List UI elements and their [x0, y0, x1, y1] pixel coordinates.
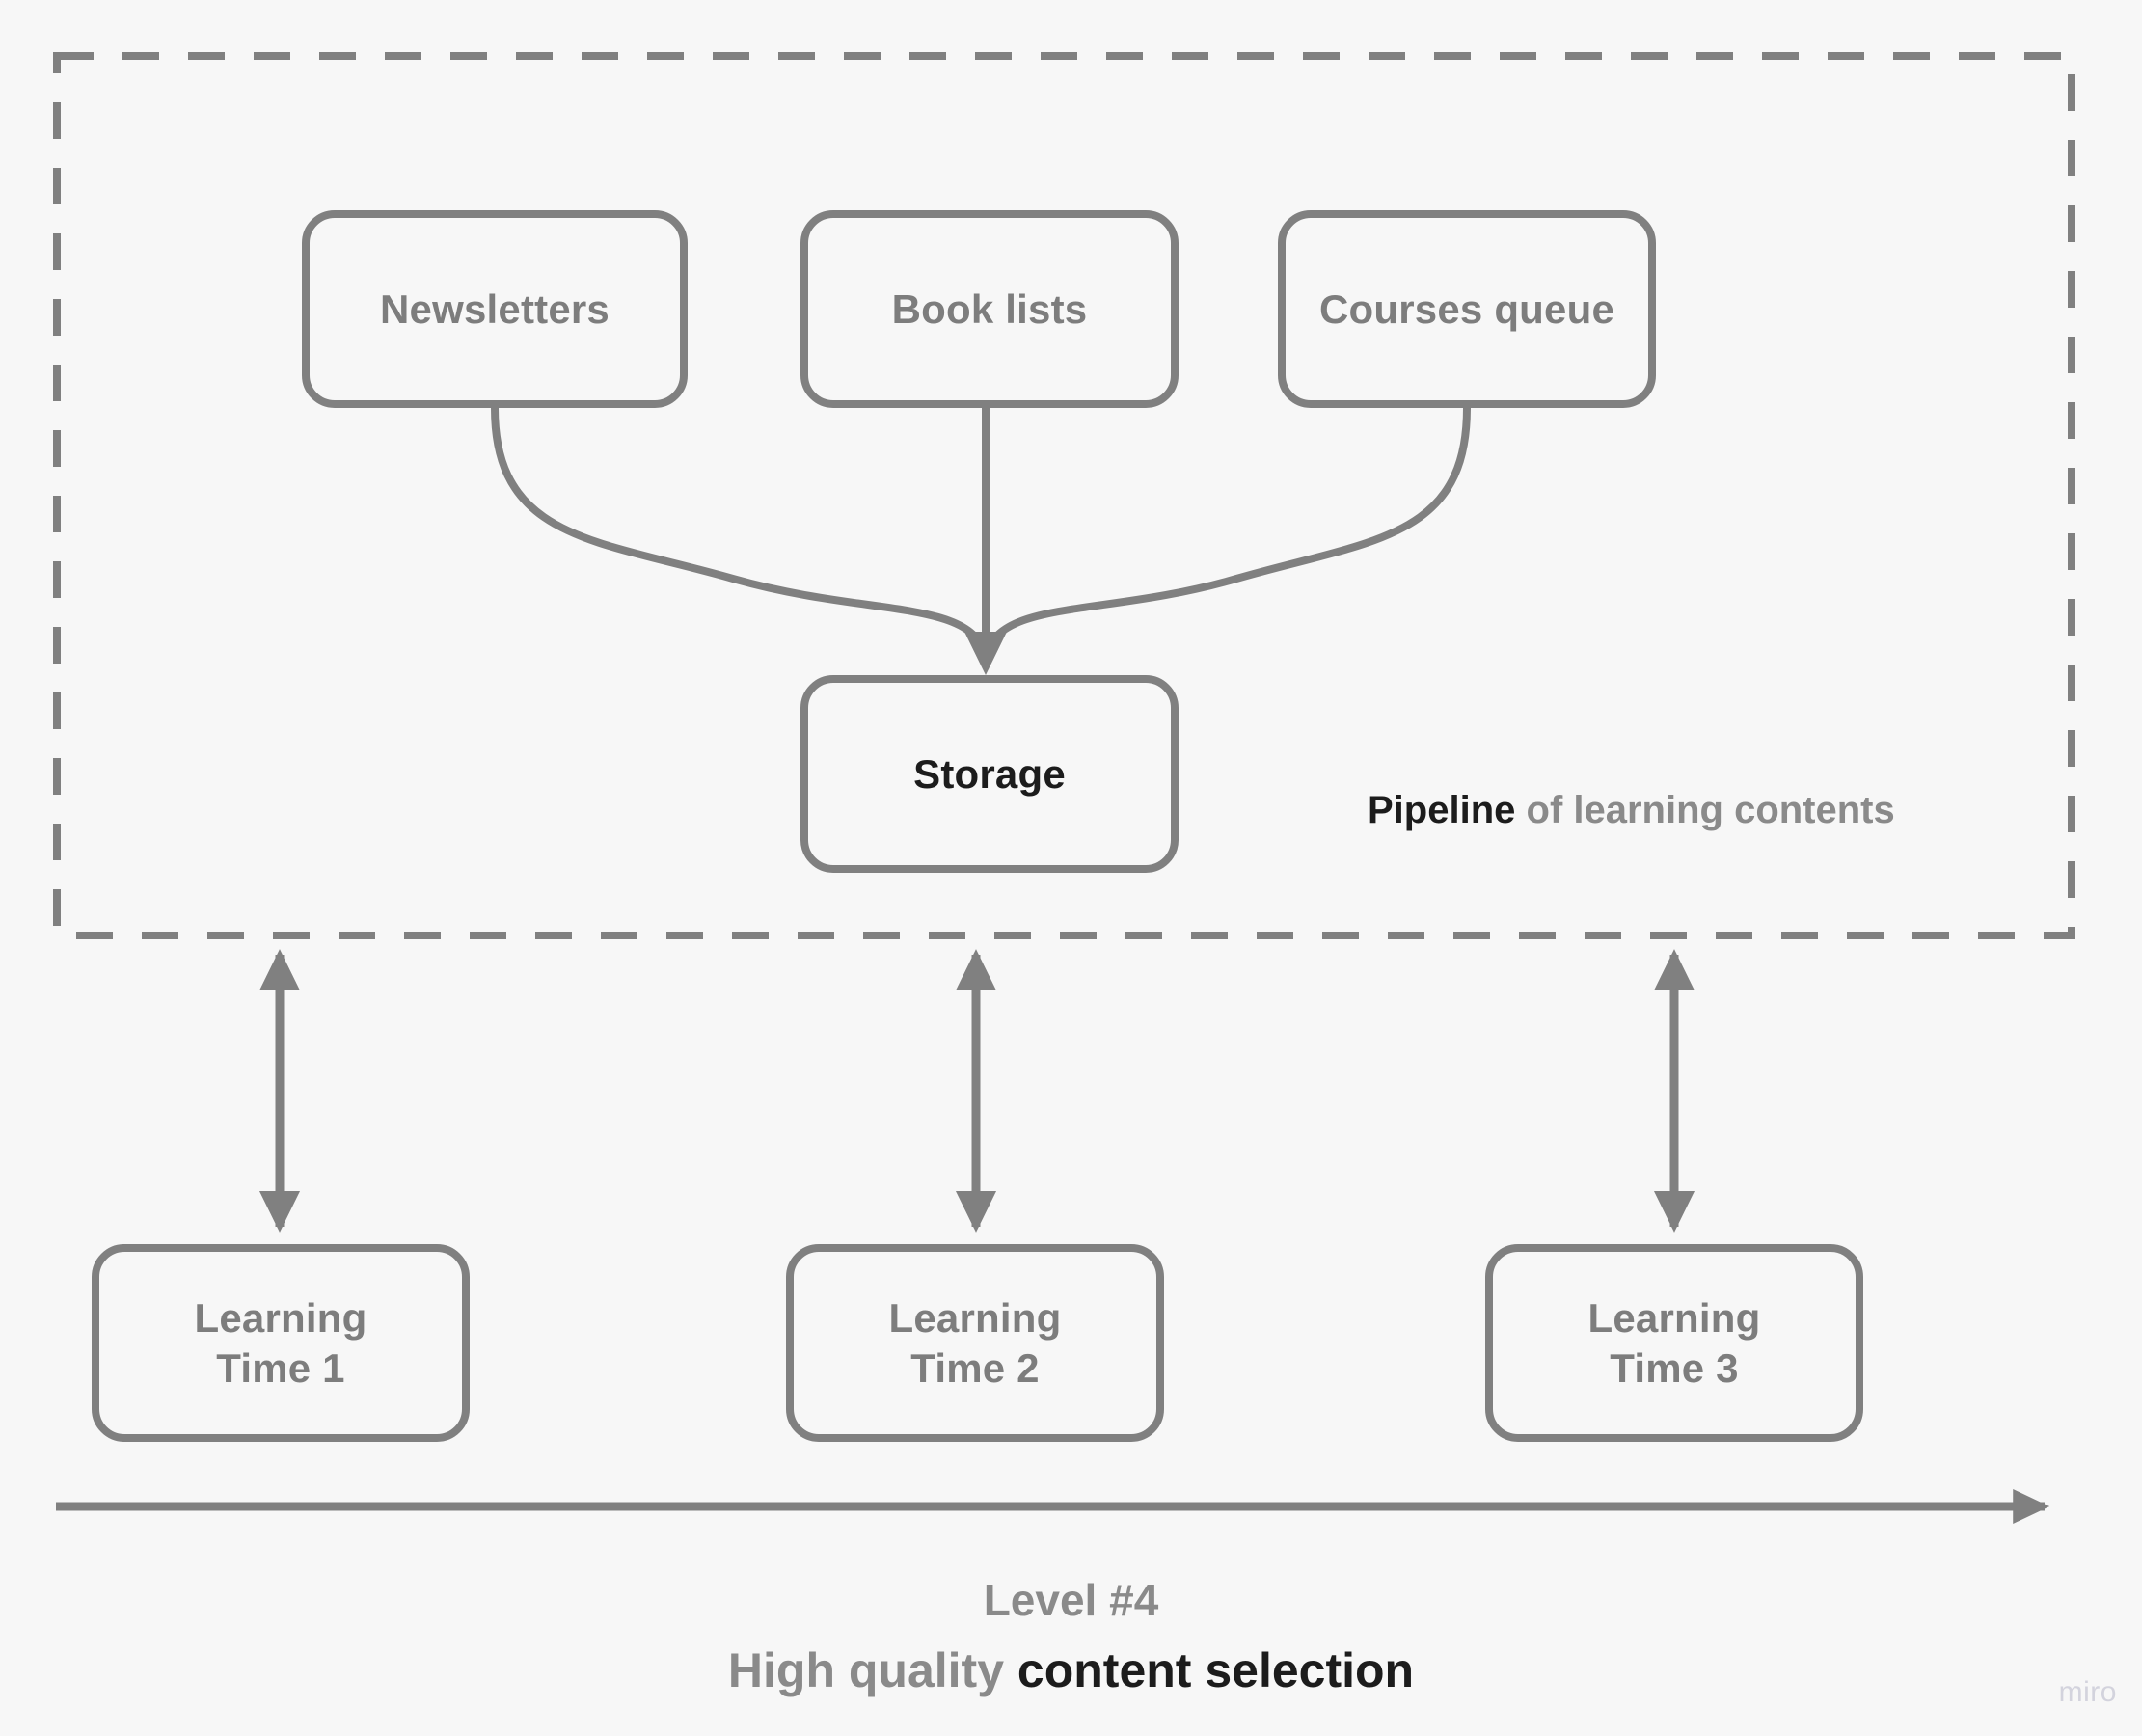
caption-level: Level #4	[983, 1575, 1159, 1625]
caption-subtitle-strong: content selection	[1017, 1642, 1415, 1697]
node-learning-time-1-label: Learning Time 1	[194, 1295, 367, 1391]
pipeline-group-label-rest: of learning contents	[1515, 789, 1895, 831]
node-learning-time-1[interactable]: Learning Time 1	[92, 1244, 470, 1442]
node-learning-time-3-label: Learning Time 3	[1587, 1295, 1761, 1391]
arrow-down-icon-storage-inlet	[964, 632, 1007, 675]
node-storage-label: Storage	[913, 750, 1066, 797]
node-learning-time-3[interactable]: Learning Time 3	[1485, 1244, 1863, 1442]
miro-watermark: miro	[2058, 1676, 2117, 1708]
node-learning-time-2[interactable]: Learning Time 2	[786, 1244, 1164, 1442]
caption-subtitle-gray: High quality	[727, 1642, 1017, 1697]
pipeline-group-label-strong: Pipeline	[1368, 789, 1516, 831]
caption-subtitle: High quality content selection	[0, 1640, 2142, 1702]
connector-courses-queue-to-storage	[982, 404, 1471, 662]
pipeline-group-label: Pipeline of learning contents	[1368, 789, 1895, 832]
node-newsletters-label: Newsletters	[380, 285, 610, 332]
node-courses-queue[interactable]: Courses queue	[1278, 210, 1656, 408]
node-storage[interactable]: Storage	[800, 675, 1179, 873]
node-book-lists[interactable]: Book lists	[800, 210, 1179, 408]
diagram-caption: Level #4 High quality content selection	[0, 1572, 2142, 1702]
node-book-lists-label: Book lists	[891, 285, 1088, 332]
connector-newsletters-to-storage	[491, 404, 990, 662]
node-courses-queue-label: Courses queue	[1318, 285, 1614, 332]
node-learning-time-2-label: Learning Time 2	[888, 1295, 1062, 1391]
node-newsletters[interactable]: Newsletters	[302, 210, 688, 408]
pipeline-group-border	[53, 52, 2075, 939]
